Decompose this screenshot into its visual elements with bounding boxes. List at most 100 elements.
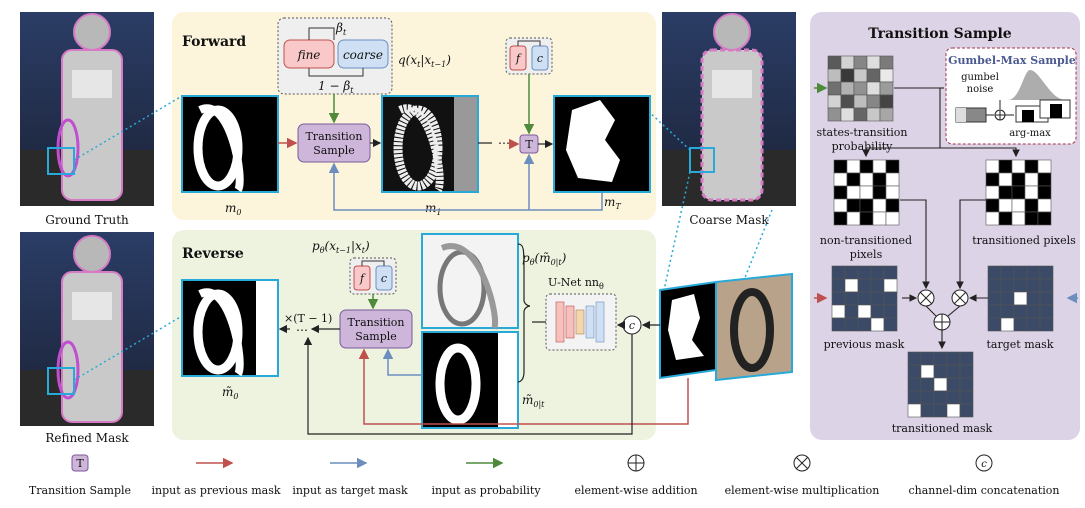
trans-cell — [998, 198, 1013, 213]
p-mhat-expression: pθ(m̃0|t) — [522, 251, 567, 267]
ground-truth-image — [20, 12, 154, 206]
trans-cell — [985, 198, 1000, 213]
trans-cell — [1024, 198, 1039, 213]
nontrans-cell — [846, 172, 861, 187]
legend-t-label: T — [76, 457, 84, 470]
prev-cell — [857, 291, 872, 306]
target-cell — [1039, 317, 1054, 332]
result-cell — [959, 377, 974, 392]
target-cell — [1000, 304, 1015, 319]
result-cell — [933, 364, 948, 379]
reverse-transition-text2: Sample — [355, 330, 397, 343]
nontrans-cell — [859, 172, 874, 187]
nontrans-cell — [872, 185, 887, 200]
result-cell — [907, 390, 922, 405]
nontrans-cell — [859, 185, 874, 200]
prev-cell — [844, 278, 859, 293]
prob-cell — [879, 55, 894, 70]
target-cell — [987, 317, 1002, 332]
reverse-c-label: c — [381, 272, 387, 285]
coarse-mask-image — [662, 12, 796, 206]
prob-cell — [827, 107, 842, 122]
trans-cell — [1037, 185, 1052, 200]
nontrans-cell — [859, 159, 874, 174]
result-cell — [933, 403, 948, 418]
nontrans-cell — [833, 211, 848, 226]
result-cell — [920, 403, 935, 418]
legend: T Transition Sample input as previous ma… — [29, 454, 1060, 497]
legend-concatenation: channel-dim concatenation — [908, 484, 1059, 497]
result-cell — [920, 351, 935, 366]
target-cell — [1039, 278, 1054, 293]
nontrans-cell — [885, 172, 900, 187]
gumbel-noise-2: noise — [967, 84, 994, 95]
prob-cell — [866, 55, 881, 70]
unet-label: U-Net nnθ — [548, 276, 604, 291]
forward-transition-text1: Transition — [305, 130, 362, 143]
target-cell — [987, 304, 1002, 319]
gumbel-distribution — [1008, 70, 1066, 100]
prev-cell — [844, 291, 859, 306]
reverse-panel — [172, 230, 656, 440]
prev-cell — [831, 304, 846, 319]
result-cell — [933, 351, 948, 366]
prob-cell — [840, 55, 855, 70]
nontrans-cell — [859, 198, 874, 213]
argmax-label: arg-max — [1009, 128, 1051, 139]
prev-cell — [883, 317, 898, 332]
target-cell — [1039, 304, 1054, 319]
prob-cell — [840, 81, 855, 96]
prev-cell — [844, 304, 859, 319]
unet-layers — [555, 301, 605, 343]
nontrans-cell — [872, 198, 887, 213]
target-cell — [1039, 291, 1054, 306]
coarse-mask-stack — [659, 272, 793, 382]
prev-cell — [831, 278, 846, 293]
prev-cell — [831, 265, 846, 280]
one-minus-beta-label: 1 − βt — [318, 79, 354, 95]
nontrans-label-1: non-transitioned — [820, 234, 912, 247]
transitioned-mask-grid — [907, 351, 974, 418]
trans-cell — [1024, 172, 1039, 187]
beta-label: βt — [335, 21, 347, 37]
result-cell — [907, 377, 922, 392]
prob-cell — [853, 81, 868, 96]
target-cell — [1013, 278, 1028, 293]
transitioned-pixels-grid — [985, 159, 1052, 226]
prob-cell — [827, 55, 842, 70]
previous-mask-grid — [831, 265, 898, 332]
nontrans-label-2: pixels — [850, 248, 883, 261]
prev-cell — [883, 265, 898, 280]
target-mask-label: target mask — [986, 338, 1053, 351]
nontrans-cell — [885, 198, 900, 213]
nontrans-cell — [885, 159, 900, 174]
result-cell — [946, 377, 961, 392]
prob-cell — [840, 68, 855, 83]
prev-cell — [870, 317, 885, 332]
reverse-f-label: f — [359, 272, 366, 285]
coarse-label: coarse — [343, 48, 383, 62]
nontrans-cell — [833, 159, 848, 174]
target-cell — [987, 278, 1002, 293]
prev-cell — [831, 291, 846, 306]
mask-m1 — [381, 95, 479, 193]
trans-cell — [1011, 211, 1026, 226]
legend-addition: element-wise addition — [574, 484, 697, 497]
target-cell — [1000, 291, 1015, 306]
nontrans-cell — [872, 211, 887, 226]
forward-f-label: f — [515, 52, 522, 65]
result-cell — [959, 351, 974, 366]
prob-cell — [853, 107, 868, 122]
gumbel-title: Gumbel-Max Sample — [948, 54, 1076, 67]
target-cell — [987, 265, 1002, 280]
nontrans-cell — [872, 172, 887, 187]
trans-cell — [1037, 159, 1052, 174]
prob-cell — [853, 94, 868, 109]
nontrans-cell — [846, 185, 861, 200]
prob-cell — [866, 68, 881, 83]
prev-cell — [870, 291, 885, 306]
trans-cell — [985, 172, 1000, 187]
m0-label: m0 — [225, 201, 241, 217]
prev-cell — [870, 304, 885, 319]
reverse-title: Reverse — [182, 246, 244, 262]
